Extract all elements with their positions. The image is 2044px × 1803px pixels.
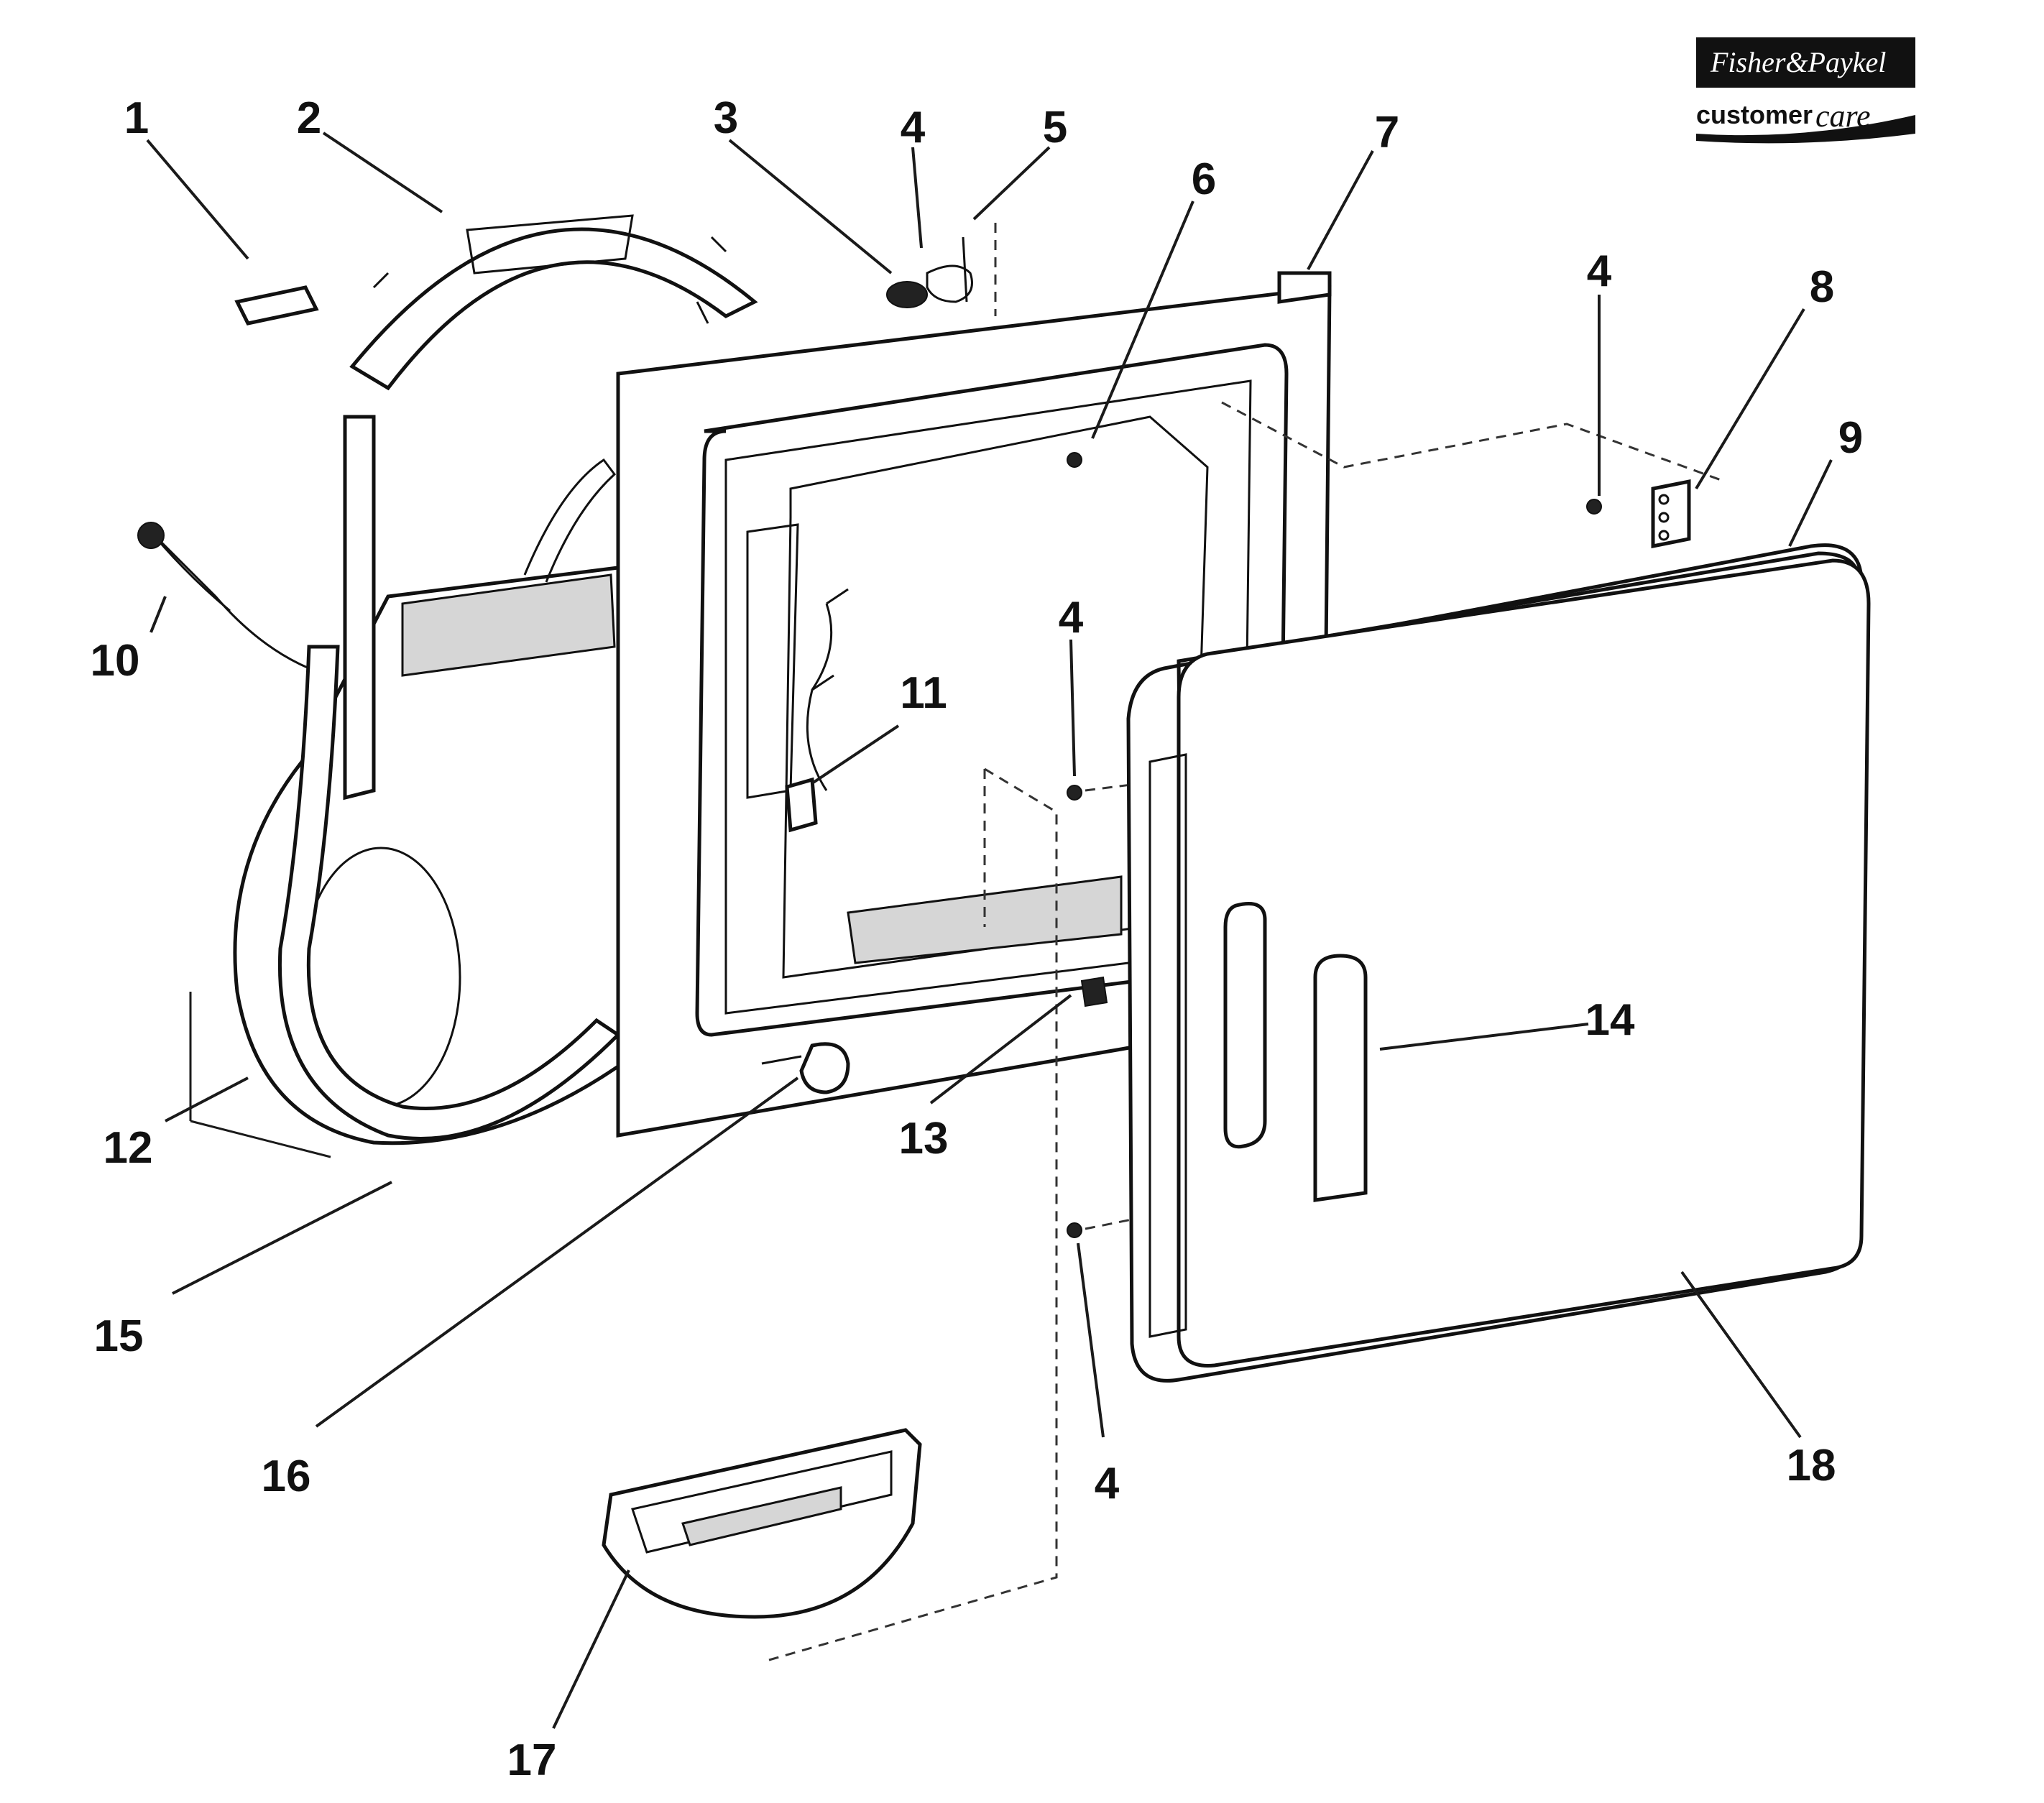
callout-4-top: 4 [901, 103, 926, 152]
callout-15: 15 [94, 1311, 144, 1361]
part-clip [785, 777, 818, 833]
part-door-assembly [1126, 543, 1871, 1383]
callout-11: 11 [900, 668, 947, 718]
part-hinge-latch-top [886, 223, 997, 316]
callout-7: 7 [1375, 108, 1399, 157]
screw-4-middle [1067, 785, 1082, 801]
screw-4-right [1586, 499, 1602, 515]
part-top-bracket [349, 214, 758, 391]
callout-5: 5 [1043, 103, 1067, 152]
screws [1067, 452, 1602, 1238]
alignment-line-hinge [1221, 401, 1726, 483]
brand-tagline-a: customer [1696, 100, 1813, 129]
screw-6 [1067, 452, 1082, 468]
part-door-catch [1080, 976, 1108, 1007]
callout-18: 18 [1787, 1441, 1836, 1490]
callout-12: 12 [103, 1123, 153, 1173]
part-strip [234, 285, 319, 326]
part-door-switch [761, 1042, 850, 1094]
callout-2: 2 [297, 93, 321, 143]
callout-9: 9 [1838, 413, 1863, 463]
part-hinge-plate [1651, 479, 1691, 549]
callout-16: 16 [262, 1452, 311, 1501]
callout-13: 13 [899, 1114, 949, 1163]
callout-8: 8 [1810, 262, 1834, 312]
part-rear-bulkhead-assembly [137, 415, 635, 1145]
screw-4-bottom [1067, 1222, 1082, 1238]
callout-labels: 1 2 3 4 5 6 7 4 8 9 10 4 11 14 12 13 15 … [91, 93, 1864, 1785]
part-lint-filter-housing [602, 1428, 922, 1619]
brand-swoosh [1696, 115, 1915, 144]
callout-6: 6 [1192, 155, 1216, 204]
alignment-line-lower [768, 767, 1058, 1661]
brand-logo-plate [1696, 37, 1915, 88]
brand-name: Fisher&Paykel [1710, 46, 1886, 78]
callout-4-bottom: 4 [1095, 1459, 1120, 1508]
callout-1: 1 [124, 93, 149, 143]
callout-4-middle: 4 [1059, 593, 1084, 642]
brand-logo: Fisher&Paykel customer care [1696, 37, 1915, 144]
callout-17: 17 [507, 1735, 557, 1785]
callout-4-right: 4 [1587, 246, 1612, 296]
callout-3: 3 [714, 93, 738, 143]
callout-14: 14 [1585, 995, 1635, 1045]
callout-10: 10 [91, 636, 140, 686]
leader-lines [146, 132, 1833, 1729]
